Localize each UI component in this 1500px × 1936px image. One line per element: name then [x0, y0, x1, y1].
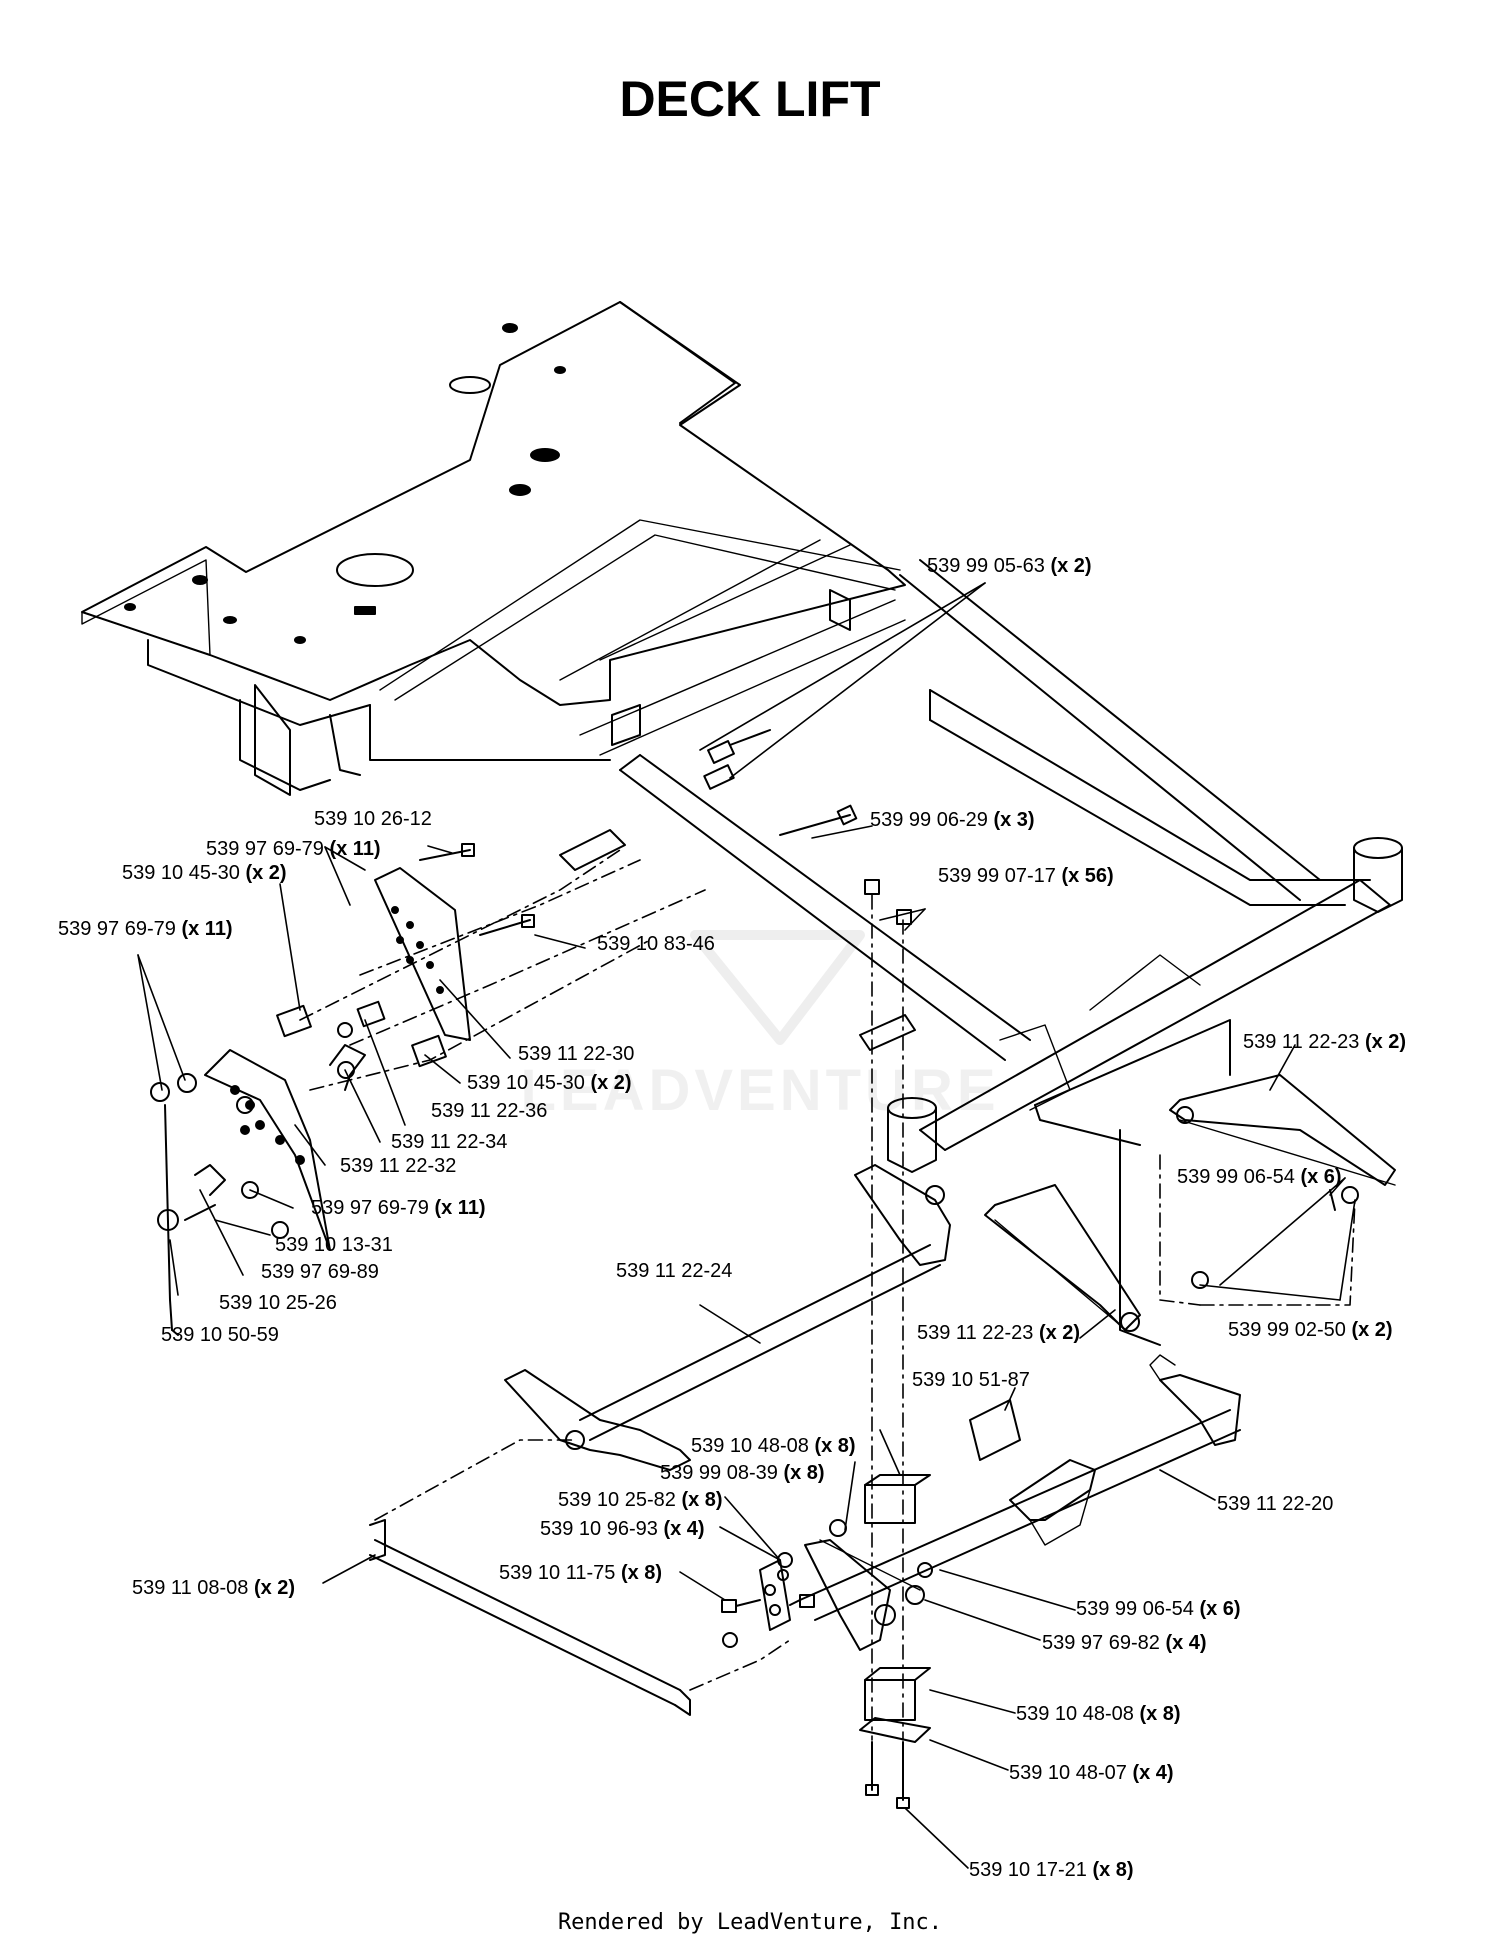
part-label[interactable]: 539 97 69-79 (x 11): [311, 1197, 486, 1219]
part-label[interactable]: 539 10 96-93 (x 4): [540, 1518, 705, 1540]
part-label[interactable]: 539 10 51-87: [912, 1369, 1030, 1391]
page-title: DECK LIFT: [619, 71, 881, 127]
part-label[interactable]: 539 10 48-07 (x 4): [1009, 1762, 1174, 1784]
part-label[interactable]: 539 11 22-30: [518, 1043, 635, 1065]
part-label[interactable]: 539 11 22-32: [340, 1155, 457, 1177]
part-label[interactable]: 539 99 06-54 (x 6): [1076, 1598, 1241, 1620]
part-label[interactable]: 539 97 69-89: [261, 1261, 379, 1283]
part-label[interactable]: 539 10 13-31: [275, 1234, 393, 1256]
part-label[interactable]: 539 11 22-34: [391, 1131, 508, 1153]
chassis-frame: [81, 301, 1403, 1346]
part-label[interactable]: 539 97 69-82 (x 4): [1042, 1632, 1207, 1654]
right-links: [984, 1074, 1396, 1332]
part-label[interactable]: 539 10 26-12: [314, 808, 432, 830]
part-label[interactable]: 539 10 17-21 (x 8): [969, 1859, 1134, 1881]
watermark-text: LEADVENTURE: [520, 1058, 999, 1123]
part-label[interactable]: 539 99 02-50 (x 2): [1228, 1319, 1393, 1341]
part-label[interactable]: 539 11 22-36: [431, 1100, 548, 1122]
lift-shaft-rear: [504, 1164, 951, 1471]
part-label[interactable]: 539 10 25-26: [219, 1292, 337, 1314]
part-label[interactable]: 539 97 69-79 (x 11): [58, 918, 233, 940]
part-label[interactable]: 539 10 50-59: [161, 1324, 279, 1346]
part-label[interactable]: 539 10 83-46: [597, 933, 715, 955]
center-hardware: [703, 729, 912, 1741]
part-label[interactable]: 539 97 69-79 (x 11): [206, 838, 381, 860]
part-label[interactable]: 539 10 45-30 (x 2): [122, 862, 287, 884]
footer-credit: Rendered by LeadVenture, Inc.: [557, 1910, 943, 1935]
part-label[interactable]: 539 10 45-30 (x 2): [467, 1072, 632, 1094]
watermark-logo: LEADVENTURE: [520, 930, 999, 1123]
part-label[interactable]: 539 10 11-75 (x 8): [499, 1562, 663, 1584]
part-label[interactable]: 539 10 48-08 (x 8): [691, 1435, 856, 1457]
lift-shaft-front: [799, 1354, 1241, 1651]
part-label[interactable]: 539 11 22-20: [1217, 1493, 1334, 1515]
leader-lines: [137, 582, 1356, 1869]
part-label[interactable]: 539 11 22-23 (x 2): [1243, 1031, 1407, 1053]
tie-rod: [369, 1439, 791, 1716]
part-label[interactable]: 539 99 06-54 (x 6): [1177, 1166, 1342, 1188]
part-label[interactable]: 539 11 22-24: [616, 1260, 733, 1282]
part-label[interactable]: 539 99 06-29 (x 3): [870, 809, 1035, 831]
part-label[interactable]: 539 10 25-82 (x 8): [558, 1489, 723, 1511]
pivot-block-stack: [819, 1399, 1021, 1809]
part-label[interactable]: 539 11 08-08 (x 2): [132, 1577, 296, 1599]
lower-left-hardware: [721, 1552, 815, 1648]
part-label[interactable]: 539 99 07-17 (x 56): [938, 865, 1114, 887]
part-label[interactable]: 539 99 08-39 (x 8): [660, 1462, 825, 1484]
part-label[interactable]: 539 99 05-63 (x 2): [927, 555, 1092, 577]
part-label[interactable]: 539 11 22-23 (x 2): [917, 1322, 1081, 1344]
part-label[interactable]: 539 10 48-08 (x 8): [1016, 1703, 1181, 1725]
